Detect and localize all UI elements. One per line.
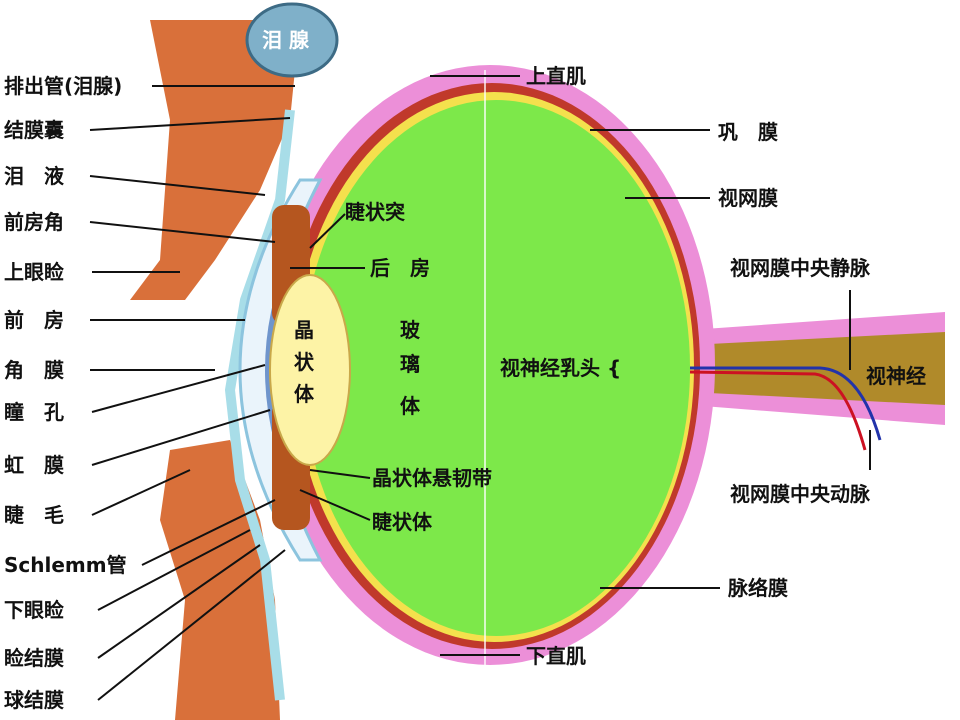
lacrimal-gland-label: 泪 腺	[262, 28, 309, 52]
label-cornea: 角 膜	[4, 358, 64, 382]
label-posterior-chamber: 后 房	[370, 256, 430, 280]
label-central-vein: 视网膜中央静脉	[730, 256, 870, 280]
label-conjunctival-sac: 结膜囊	[4, 118, 64, 142]
lens	[269, 274, 351, 466]
label-upper-eyelid: 上眼睑	[4, 260, 64, 284]
label-anterior-angle: 前房角	[4, 210, 64, 234]
label-superior-rectus: 上直肌	[526, 64, 586, 88]
label-lower-eyelid: 下眼睑	[4, 598, 64, 622]
label-sclera: 巩 膜	[718, 120, 778, 144]
label-eyelash: 睫 毛	[4, 503, 64, 527]
label-vitreous-2: 璃	[400, 352, 420, 376]
label-iris: 虹 膜	[4, 453, 64, 477]
lacrimal-gland	[245, 2, 339, 78]
label-ciliary-body: 睫状体	[372, 510, 432, 534]
label-pupil: 瞳 孔	[4, 400, 64, 424]
label-anterior-chamber: 前 房	[4, 308, 64, 332]
label-schlemm-canal: Schlemm管	[4, 553, 127, 577]
label-lens-1: 晶	[294, 318, 314, 342]
conjunctiva	[224, 109, 295, 701]
label-zonule: 晶状体悬韧带	[372, 466, 492, 490]
label-lens-3: 体	[294, 382, 314, 406]
central-artery	[689, 370, 867, 451]
label-central-artery: 视网膜中央动脉	[730, 482, 870, 506]
label-tears: 泪 液	[4, 164, 64, 188]
label-palpebral-conjunctiva: 睑结膜	[4, 646, 64, 670]
vitreous-body	[302, 100, 690, 636]
label-inferior-rectus: 下直肌	[526, 644, 586, 668]
label-bulbar-conjunctiva: 球结膜	[4, 688, 64, 712]
label-lens-2: 状	[294, 350, 314, 374]
central-vein	[690, 366, 882, 441]
label-optic-disc: 视神经乳头 {	[500, 356, 622, 380]
label-vitreous-3: 体	[400, 394, 420, 418]
leader-lines	[89, 75, 871, 701]
label-optic-nerve: 视神经	[866, 364, 926, 388]
label-excretory-duct: 排出管(泪腺)	[4, 74, 123, 98]
label-choroid: 脉络膜	[728, 576, 788, 600]
label-vitreous-1: 玻	[400, 318, 420, 342]
label-ciliary-process: 睫状突	[345, 200, 405, 224]
label-retina: 视网膜	[718, 186, 778, 210]
